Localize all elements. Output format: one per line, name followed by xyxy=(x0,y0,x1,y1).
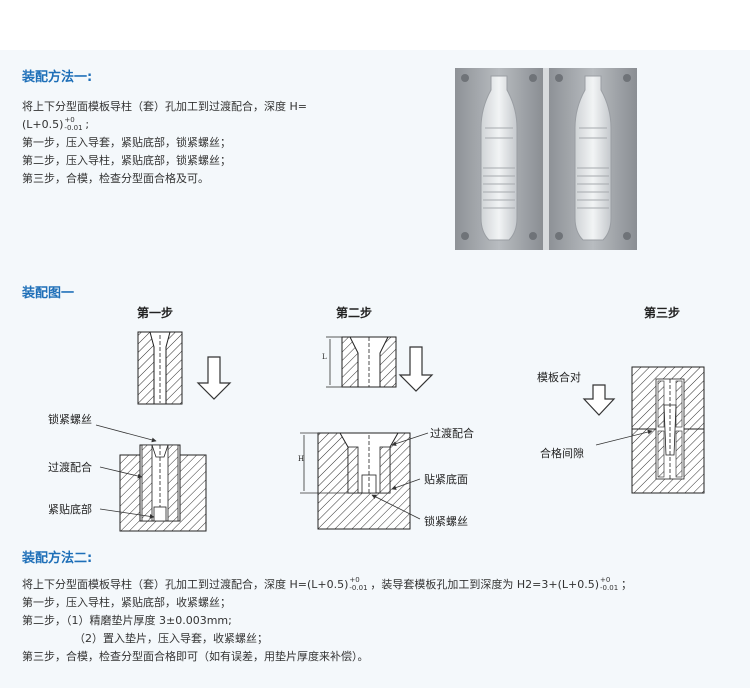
method1-line5: 第三步，合模，检查分型面合格及可。 xyxy=(22,172,209,185)
method2-text: 将上下分型面模板导柱（套）孔加工到过渡配合，深度 H=(L+0.5)+0-0.0… xyxy=(22,576,632,666)
method1-text: 将上下分型面模板导柱（套）孔加工到过渡配合，深度 H= (L+0.5)+0-0.… xyxy=(22,98,307,188)
step2-title: 第二步 xyxy=(336,305,372,320)
step2-label-screw: 锁紧螺丝 xyxy=(424,514,468,528)
bottle-mold-photo xyxy=(455,68,637,250)
step2-dim-H: H xyxy=(298,432,348,494)
step3-down-arrow xyxy=(582,384,616,416)
method1-line3: 第一步，压入导套，紧贴底部，锁紧螺丝； xyxy=(22,136,231,149)
step2-label-fit: 过渡配合 xyxy=(430,426,474,440)
step3-label-close: 模板合对 xyxy=(537,370,581,384)
method1-heading: 装配方法一: xyxy=(22,70,93,85)
method1-tolerance: +0-0.01 xyxy=(64,116,83,132)
method2-line5: 第三步，合模，检查分型面合格即可（如有误差，用垫片厚度来补偿）。 xyxy=(22,650,369,663)
method2-line4: （2）置入垫片，压入导套，收紧螺丝； xyxy=(74,632,268,645)
method2-heading: 装配方法二: xyxy=(22,551,93,566)
svg-text:L: L xyxy=(322,353,327,361)
step3-closed-mold xyxy=(631,366,705,494)
method1-line4: 第二步，压入导柱，紧贴底部，锁紧螺丝； xyxy=(22,154,231,167)
step3-title: 第三步 xyxy=(644,305,680,320)
step2-bushing xyxy=(341,336,397,388)
step1-bushing xyxy=(137,331,183,405)
step2-label-bottom: 贴紧底面 xyxy=(424,472,468,486)
step2-dim-L: L xyxy=(322,336,342,388)
method2-tolerance-2: +0-0.01 xyxy=(600,576,619,592)
step1-plate-assembly xyxy=(119,444,207,532)
method2-line3: 第二步，（1）精磨垫片厚度 3±0.003mm; xyxy=(22,614,232,627)
method2-line1: 将上下分型面模板导柱（套）孔加工到过渡配合，深度 H=(L+0.5)+0-0.0… xyxy=(22,576,633,592)
method1-line2: (L+0.5)+0-0.01; xyxy=(22,116,90,132)
method2-line2: 第一步，压入导柱，紧贴底部，收紧螺丝； xyxy=(22,596,231,609)
bottle-mold-illustration xyxy=(455,68,637,250)
assembly-diagram: 第一步 第二步 第三步 锁紧螺丝 过渡配合 紧贴底部 L xyxy=(48,305,705,532)
step1-label-fit: 过渡配合 xyxy=(48,460,92,474)
step2-plate-assembly xyxy=(317,432,411,530)
diagram-heading: 装配图一 xyxy=(22,286,75,301)
step3-label-gap: 合格间隙 xyxy=(540,446,584,460)
method1-line1: 将上下分型面模板导柱（套）孔加工到过渡配合，深度 H= xyxy=(22,100,307,113)
step2-down-arrow xyxy=(398,346,434,392)
step1-label-screw: 锁紧螺丝 xyxy=(48,412,92,426)
step1-label-bottom: 紧贴底部 xyxy=(48,502,92,516)
svg-text:H: H xyxy=(298,455,304,463)
step1-down-arrow xyxy=(196,356,232,400)
method2-tolerance-1: +0-0.01 xyxy=(349,576,368,592)
step1-title: 第一步 xyxy=(137,305,173,320)
